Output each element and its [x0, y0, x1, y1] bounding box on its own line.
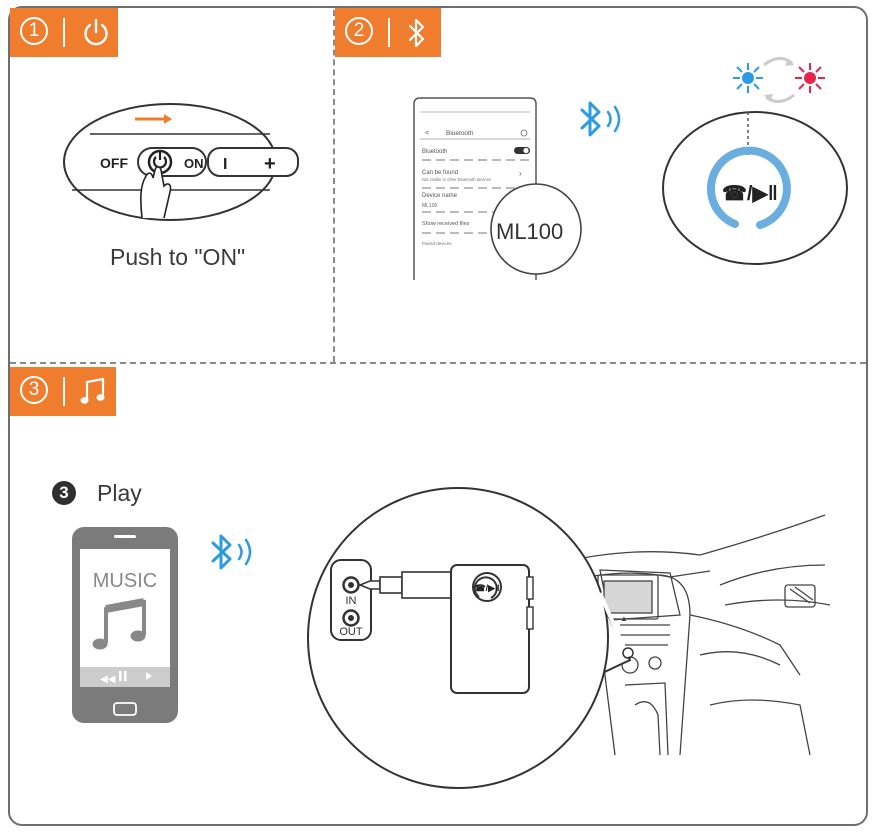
device-button-closeup: ☎/▶‖: [662, 111, 848, 265]
tab-separator: [388, 18, 390, 47]
music-note-icon: [92, 638, 108, 650]
red-led-icon: [795, 63, 825, 93]
device-name-label: Device name: [422, 193, 458, 199]
home-button: [113, 702, 137, 716]
jack-out-label: OUT: [339, 626, 363, 638]
svg-text:›: ›: [519, 169, 522, 178]
step-2-number: 2: [345, 17, 373, 45]
jack-in-label: IN: [346, 595, 357, 607]
rewind-icon: ◀◀: [100, 674, 116, 685]
tab-separator: [63, 18, 65, 47]
svg-text:<: <: [425, 130, 429, 137]
car-aux-port: [330, 559, 372, 641]
show-received-files-label: Show received files: [422, 221, 470, 227]
step-1-tab: 1: [10, 8, 118, 57]
phone-bluetooth-settings: < Bluetooth Bluetooth Can be found Not v…: [413, 97, 582, 280]
device-name-value: ML100: [422, 203, 438, 209]
bluetooth-setting-label: Bluetooth: [422, 149, 447, 155]
music-note-icon: [80, 377, 105, 404]
play-icon: [146, 672, 152, 680]
step-2-tab: 2: [335, 8, 441, 57]
off-label: OFF: [100, 155, 128, 171]
instruction-frame: [8, 6, 868, 826]
audio-cable-plug: [401, 571, 459, 599]
music-label: MUSIC: [93, 570, 157, 592]
call-play-pause-label: ☎/▶‖: [722, 183, 778, 205]
device-name-magnifier: [490, 183, 582, 275]
step-1-number: 1: [20, 17, 48, 45]
paired-devices-label: Paired devices: [422, 241, 452, 246]
music-phone-illustration: MUSIC ◀◀: [72, 527, 178, 723]
bluetooth-icon: [408, 18, 425, 48]
bluetooth-signal-icon: [211, 534, 252, 570]
minus-button-label: I: [223, 156, 227, 173]
led-indicator-illustration: [733, 57, 825, 103]
on-label: ON: [184, 156, 204, 171]
blue-led-icon: [733, 63, 763, 93]
vertical-divider: [333, 10, 335, 362]
pause-icon: [119, 671, 122, 681]
aux-connection-closeup: IN OUT ☎/▶‖: [307, 487, 634, 789]
step-3-caption-number: 3: [52, 481, 76, 505]
step-3-tab: 3: [10, 367, 116, 416]
finger-illustration: [140, 166, 172, 219]
settings-header: Bluetooth: [446, 130, 474, 137]
step-3-number: 3: [20, 376, 48, 404]
horizontal-divider: [10, 362, 866, 364]
plus-button-label: +: [264, 153, 276, 175]
step-1-caption: Push to "ON": [110, 244, 246, 270]
can-be-found-label: Can be found: [422, 170, 458, 176]
bluetooth-signal-icon: [580, 101, 621, 137]
svg-text:☎/▶‖: ☎/▶‖: [474, 583, 499, 593]
can-be-found-sublabel: Not visible to other Bluetooth devices: [422, 177, 491, 182]
device-name-badge: ML100: [496, 219, 563, 244]
svg-text:▲: ▲: [620, 614, 628, 623]
tab-separator: [63, 377, 65, 406]
power-icon: [84, 18, 108, 46]
step-3-caption: Play: [97, 480, 142, 506]
power-switch-illustration: OFF ON I +: [63, 103, 299, 221]
